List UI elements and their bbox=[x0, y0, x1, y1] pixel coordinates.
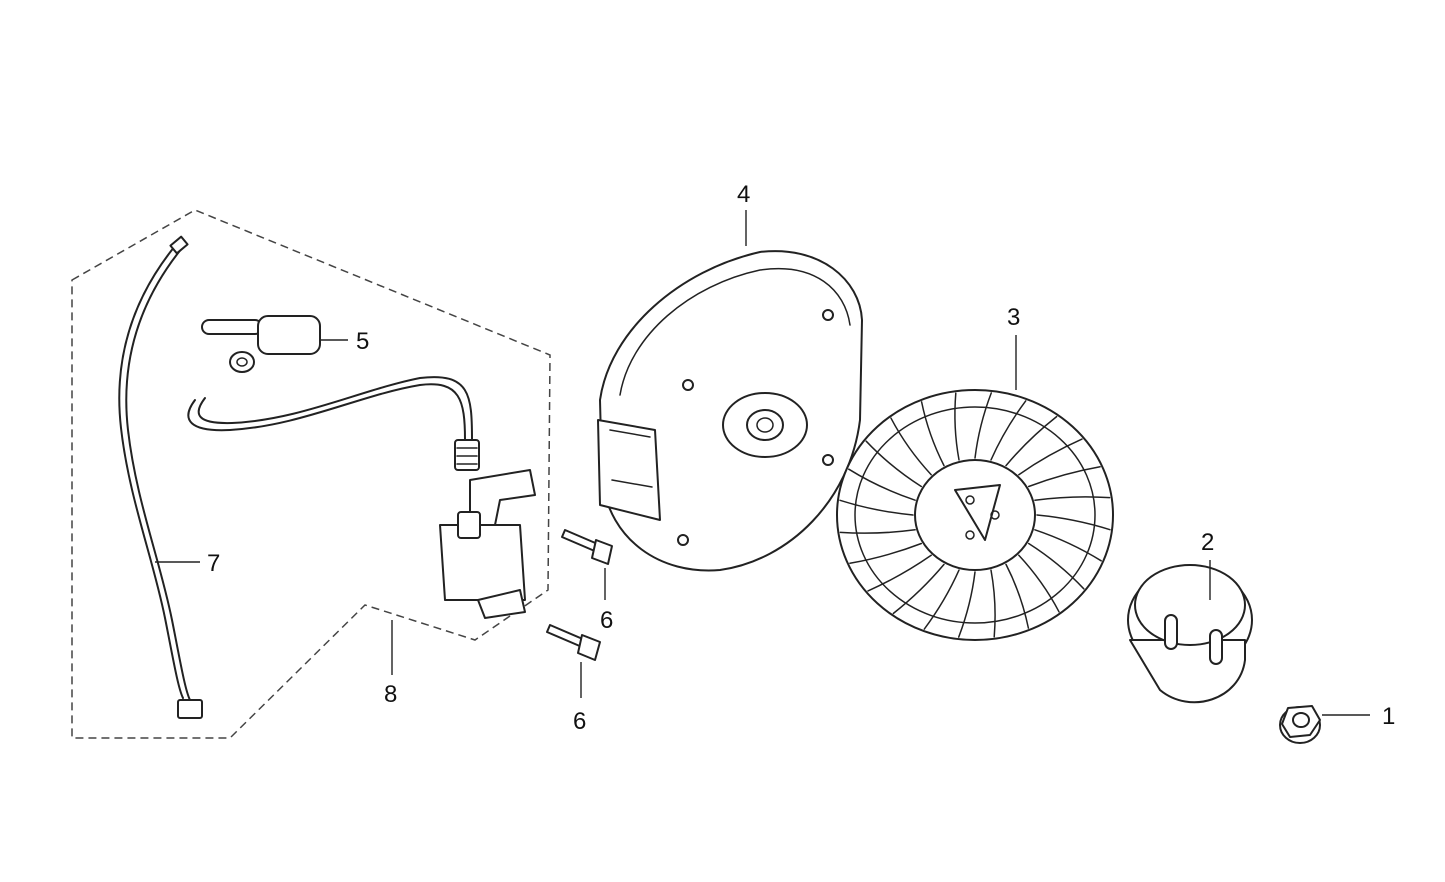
spark-plug-cap-part-5 bbox=[201, 315, 321, 373]
fan-blade bbox=[923, 569, 960, 630]
fan-blade bbox=[892, 563, 945, 615]
callout-6-upper: 6 bbox=[600, 607, 613, 634]
callout-5: 5 bbox=[356, 328, 369, 355]
fan-blade bbox=[839, 529, 916, 534]
fan-blade bbox=[957, 571, 976, 638]
fan-blade bbox=[867, 554, 932, 592]
fan-blade bbox=[1027, 542, 1085, 590]
flywheel-part-4 bbox=[597, 250, 863, 572]
fan-blade bbox=[1005, 415, 1058, 467]
fan-blade bbox=[848, 468, 916, 501]
fan-blade bbox=[1018, 554, 1060, 613]
callout-1: 1 bbox=[1382, 703, 1395, 730]
fan-blade bbox=[974, 392, 993, 459]
ignition-coil-part-8 bbox=[187, 376, 536, 619]
fan-blade bbox=[990, 400, 1027, 461]
fan-blades bbox=[839, 392, 1111, 638]
callout-4: 4 bbox=[737, 181, 750, 208]
bolt-part-6-upper bbox=[561, 529, 613, 565]
fan-blade bbox=[1005, 563, 1030, 629]
callout-3: 3 bbox=[1007, 304, 1020, 331]
fan-blade bbox=[865, 440, 923, 488]
fan-blade bbox=[1018, 438, 1083, 476]
fan-blade bbox=[1034, 496, 1111, 501]
fan-blade bbox=[920, 401, 945, 467]
ground-wire-part-7 bbox=[118, 235, 203, 719]
fan-part-3 bbox=[836, 389, 1114, 641]
leader-lines bbox=[155, 210, 1370, 716]
callout-8: 8 bbox=[384, 681, 397, 708]
fan-blade bbox=[849, 542, 923, 565]
bolt-part-6-lower bbox=[546, 624, 601, 661]
callout-2: 2 bbox=[1201, 529, 1214, 556]
fan-blade bbox=[1034, 529, 1102, 562]
callout-7: 7 bbox=[207, 550, 220, 577]
sleeve-part-2 bbox=[1127, 564, 1253, 704]
assembly-boundary-dashed bbox=[71, 209, 551, 739]
fan-blade bbox=[1027, 465, 1101, 488]
fan-blade bbox=[954, 392, 960, 461]
flange-nut-part-1 bbox=[1279, 705, 1321, 744]
fan-blade bbox=[890, 417, 932, 476]
callout-6-lower: 6 bbox=[573, 708, 586, 735]
fan-blade bbox=[990, 569, 996, 638]
fan-blade bbox=[1036, 514, 1111, 531]
fan-blade bbox=[839, 499, 914, 516]
